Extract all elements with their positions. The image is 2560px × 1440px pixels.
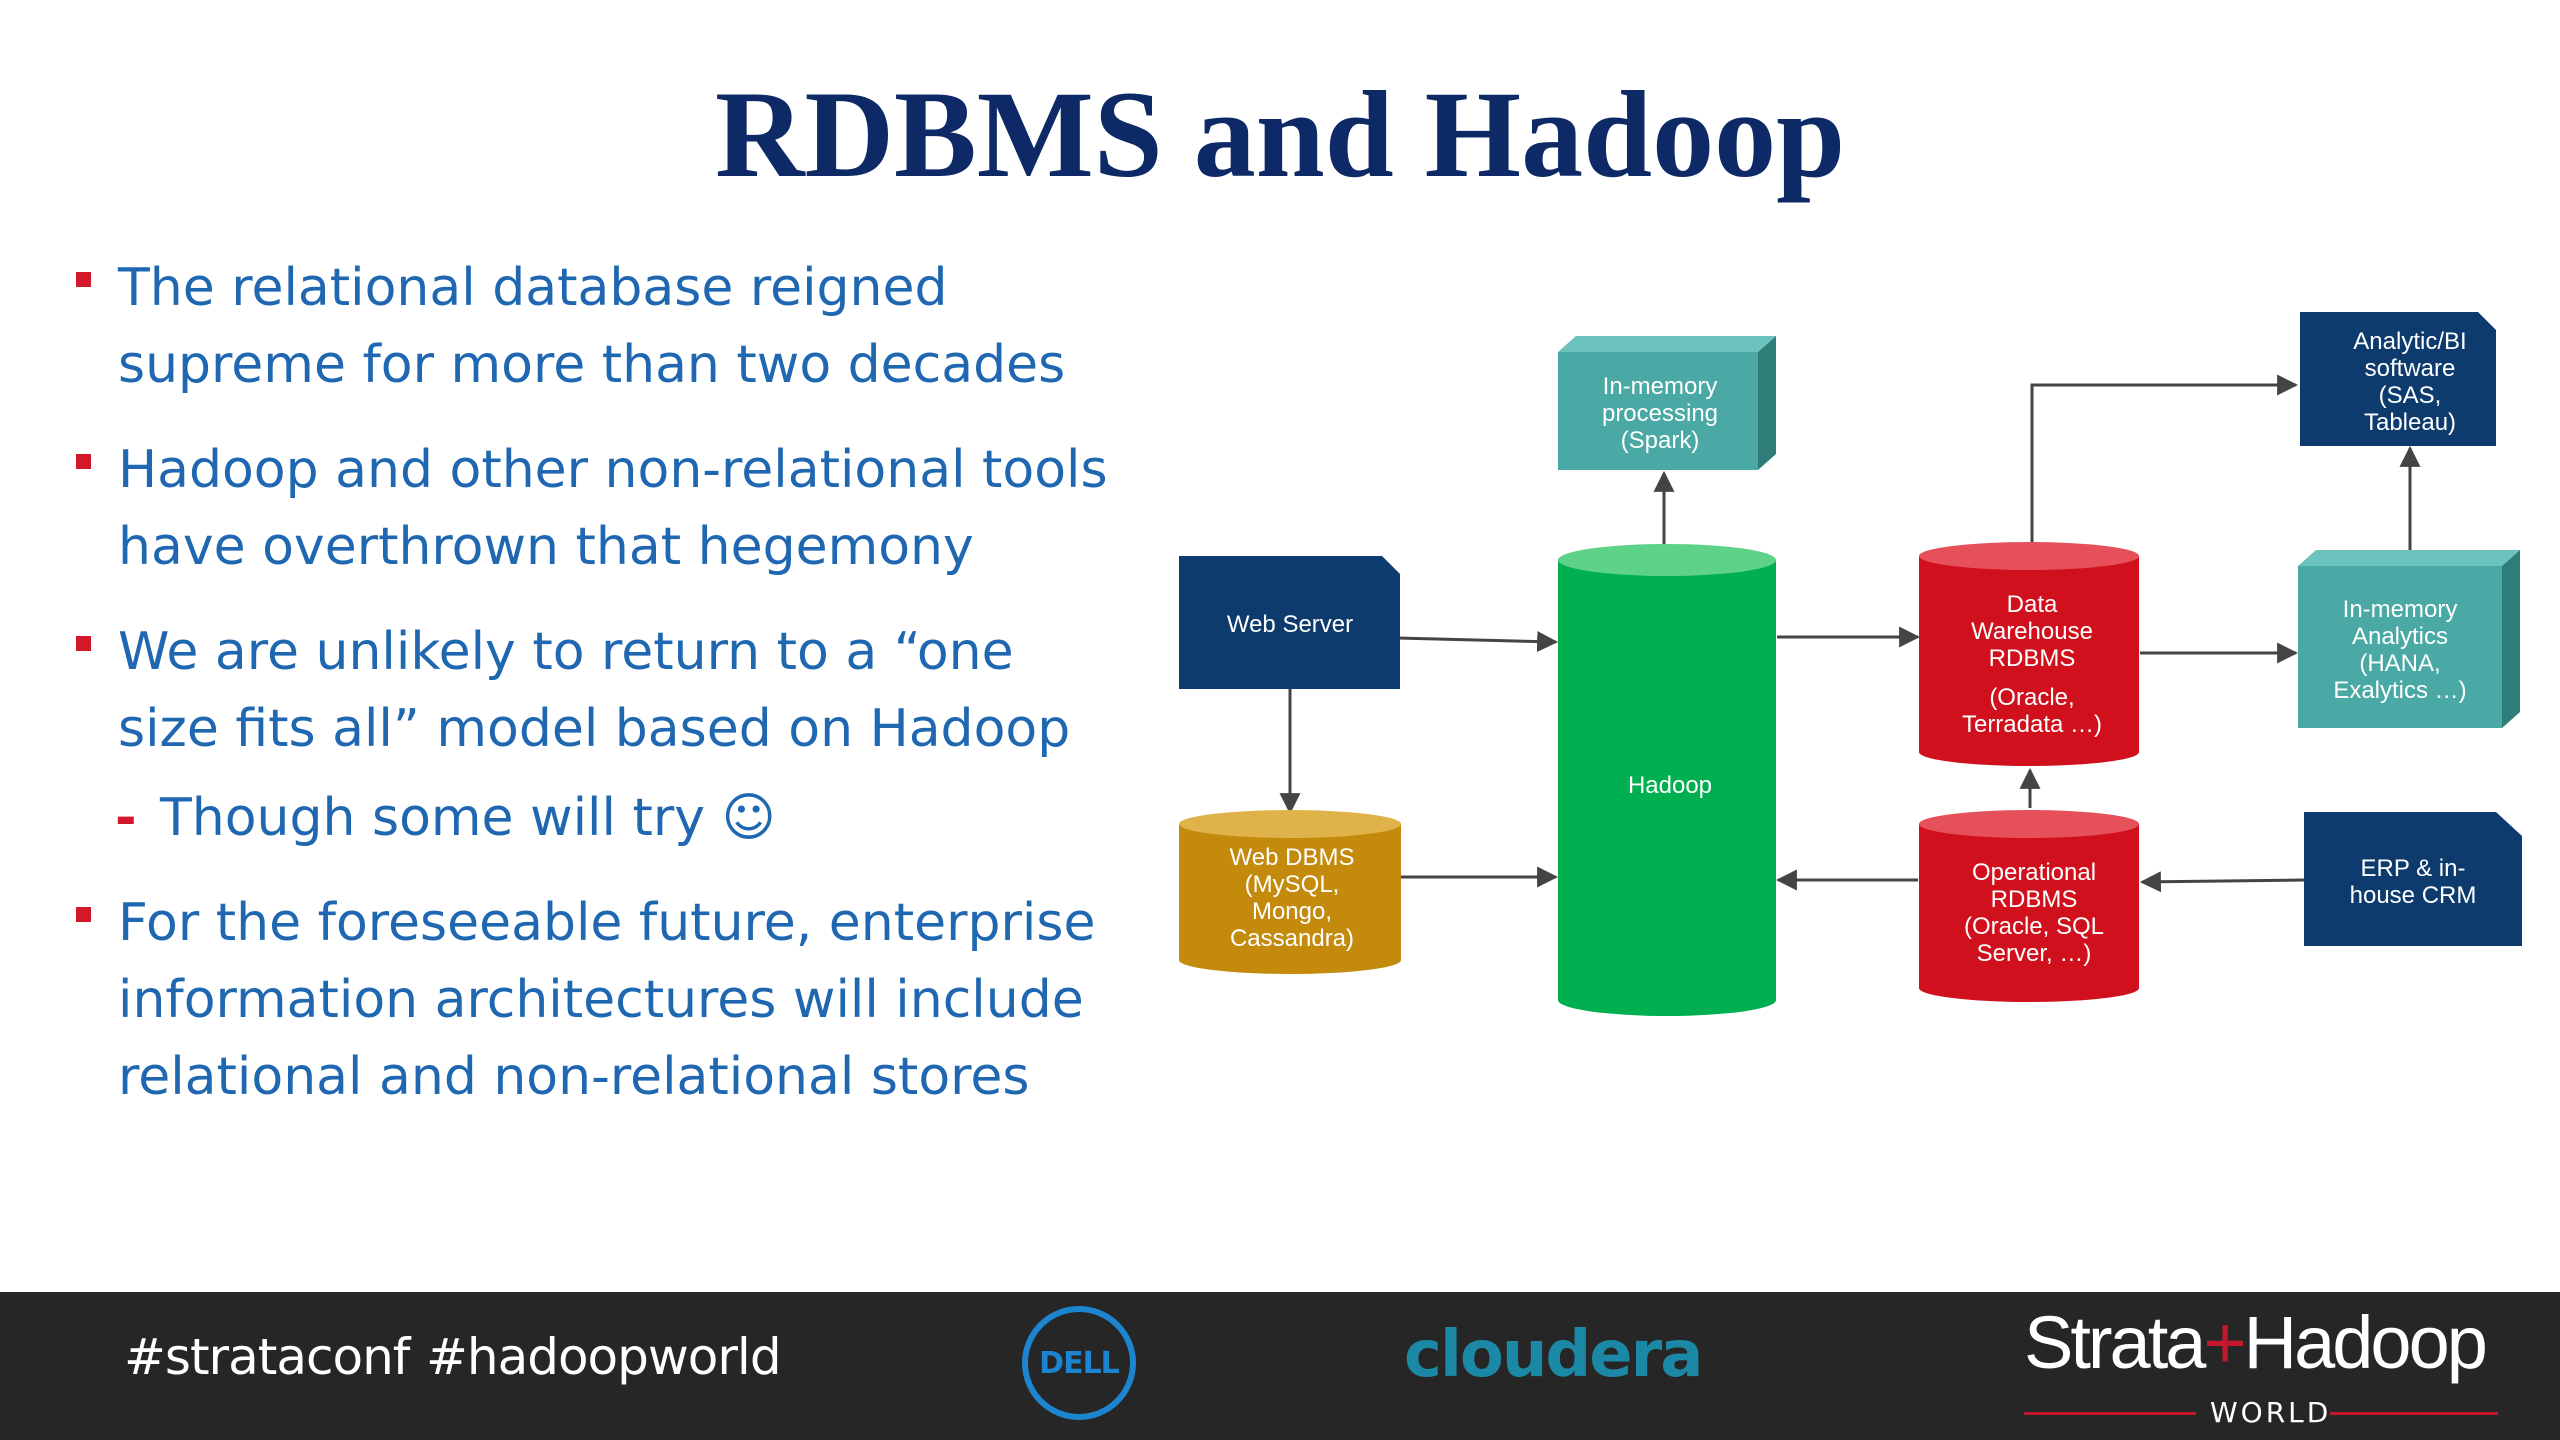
arrow-webserver-to-hadoop (1396, 631, 1559, 653)
node-label-analytic-bi: (SAS, (2379, 382, 2442, 409)
operational-rdbms-node: Operational RDBMS (Oracle, SQL Server, …… (1919, 810, 2139, 1002)
bullet-text: For the foreseeable future, enterprise i… (118, 893, 1096, 1107)
node-label-in-memory-analytics: (HANA, (2359, 650, 2440, 677)
bullet-square-icon (76, 907, 91, 922)
node-label-spark: (Spark) (1621, 427, 1700, 454)
bullet-list: The relational database reigned supreme … (70, 250, 1130, 1144)
erp-crm-node: ERP & in- house CRM (2304, 812, 2522, 946)
node-label-analytic-bi: Analytic/BI (2353, 328, 2466, 355)
hashtag-hadoopworld: #hadoopworld (426, 1328, 782, 1386)
operational-rdbms-top (1919, 810, 2139, 838)
node-label-analytic-bi: software (2365, 355, 2456, 382)
spark-box-top (1558, 336, 1776, 352)
node-label-analytic-bi: Tableau) (2364, 409, 2456, 436)
connector-lines (1279, 374, 2421, 893)
analytics-box-front (2298, 566, 2502, 728)
web-dbms-cylinder (1179, 824, 1401, 974)
node-label-web-dbms: Cassandra) (1230, 925, 1354, 952)
bullet-square-icon (76, 454, 91, 469)
node-label-in-memory-analytics: Analytics (2352, 623, 2448, 650)
data-warehouse-node: Data Warehouse RDBMS (Oracle, Terradata … (1919, 542, 2139, 766)
slide-title: RDBMS and Hadoop (714, 66, 1846, 203)
bullet-text: The relational database reigned supreme … (118, 258, 1066, 395)
bullet-square-icon (76, 636, 91, 651)
bullet-item: Hadoop and other non-relational tools ha… (70, 432, 1130, 586)
analytic-bi-node: Analytic/BI software (SAS, Tableau) (2300, 312, 2496, 446)
strata-hadoop-logo-text: Strata+Hadoop (2024, 1300, 2488, 1385)
node-label-spark: processing (1602, 400, 1718, 427)
operational-rdbms-cylinder (1919, 824, 2139, 1002)
arrow-datawarehouse-to-analyticbi (2030, 374, 2299, 548)
in-memory-analytics-node: In-memory Analytics (HANA, Exalytics …) (2298, 550, 2520, 728)
hadoop-word: Hadoop (2243, 1301, 2488, 1384)
node-label-operational-rdbms: Server, …) (1977, 940, 2092, 967)
node-label-web-server: Web Server (1227, 611, 1353, 638)
strata-plus-sign: + (2203, 1301, 2246, 1384)
dash-icon: - (115, 788, 137, 848)
data-warehouse-cylinder (1919, 556, 2139, 766)
sub-bullet-item: - Though some will try ☺ (70, 780, 1130, 857)
bullet-text: We are unlikely to return to a “one size… (118, 622, 1071, 759)
node-label-web-dbms: (MySQL, (1245, 871, 1340, 898)
web-server-box (1179, 556, 1400, 689)
bullet-item: We are unlikely to return to a “one size… (70, 614, 1130, 768)
world-right-rule (2330, 1412, 2498, 1415)
world-left-rule (2024, 1412, 2196, 1415)
node-label-spark: In-memory (1603, 373, 1718, 400)
sub-bullet-text: Though some will try ☺ (160, 788, 776, 848)
hashtag-strataconf: #strataconf (124, 1328, 410, 1386)
erp-crm-box (2304, 812, 2522, 946)
data-warehouse-top (1919, 542, 2139, 570)
dell-logo: DELL (1022, 1306, 1136, 1420)
world-label: WORLD (2210, 1396, 2332, 1429)
node-label-operational-rdbms: RDBMS (1991, 886, 2078, 913)
architecture-diagram: Web Server Web DBMS (MySQL, Mongo, Cassa… (1179, 312, 2522, 1016)
node-label-operational-rdbms: (Oracle, SQL (1964, 913, 2104, 940)
node-label-data-warehouse: Data (2007, 591, 2058, 618)
bullet-item: The relational database reigned supreme … (70, 250, 1130, 404)
bullet-text: Hadoop and other non-relational tools ha… (118, 440, 1108, 577)
node-label-operational-rdbms: Operational (1972, 859, 2096, 886)
bullet-item: For the foreseeable future, enterprise i… (70, 885, 1130, 1116)
dell-logo-text: DELL (1039, 1345, 1120, 1381)
bullet-square-icon (76, 272, 91, 287)
node-label-web-dbms: Mongo, (1252, 898, 1332, 925)
node-label-erp-crm: ERP & in- (2361, 855, 2466, 882)
node-label-data-warehouse: Warehouse (1971, 618, 2093, 645)
strata-word: Strata (2024, 1301, 2206, 1384)
hadoop-cylinder (1558, 560, 1776, 1016)
node-label-hadoop: Hadoop (1628, 772, 1712, 799)
arrow-erp-to-operational (2139, 871, 2305, 893)
node-label-erp-crm: house CRM (2350, 882, 2477, 909)
strata-hadoop-world-logo: Strata+Hadoop WORLD (2024, 1300, 2504, 1430)
node-label-data-warehouse: RDBMS (1989, 645, 2076, 672)
hadoop-top (1558, 544, 1776, 576)
node-label-web-dbms: Web DBMS (1230, 844, 1355, 871)
spark-box-side (1758, 336, 1776, 470)
node-label-in-memory-analytics: In-memory (2343, 596, 2458, 623)
cloudera-logo: cloudera (1404, 1318, 1703, 1392)
web-dbms-node: Web DBMS (MySQL, Mongo, Cassandra) (1179, 810, 1401, 974)
web-server-node: Web Server (1179, 556, 1400, 689)
analytics-box-top (2298, 550, 2520, 566)
node-label-data-warehouse: Terradata …) (1962, 711, 2102, 738)
spark-box-front (1558, 352, 1758, 470)
analytic-bi-box (2300, 312, 2496, 446)
node-label-in-memory-analytics: Exalytics …) (2333, 677, 2466, 704)
web-dbms-top (1179, 810, 1401, 838)
hadoop-node: Hadoop (1558, 544, 1776, 1016)
in-memory-processing-node: In-memory processing (Spark) (1558, 336, 1776, 470)
footer-bar: #strataconf #hadoopworld DELL cloudera S… (0, 1292, 2560, 1440)
analytics-box-side (2502, 550, 2520, 728)
node-label-data-warehouse: (Oracle, (1989, 684, 2074, 711)
